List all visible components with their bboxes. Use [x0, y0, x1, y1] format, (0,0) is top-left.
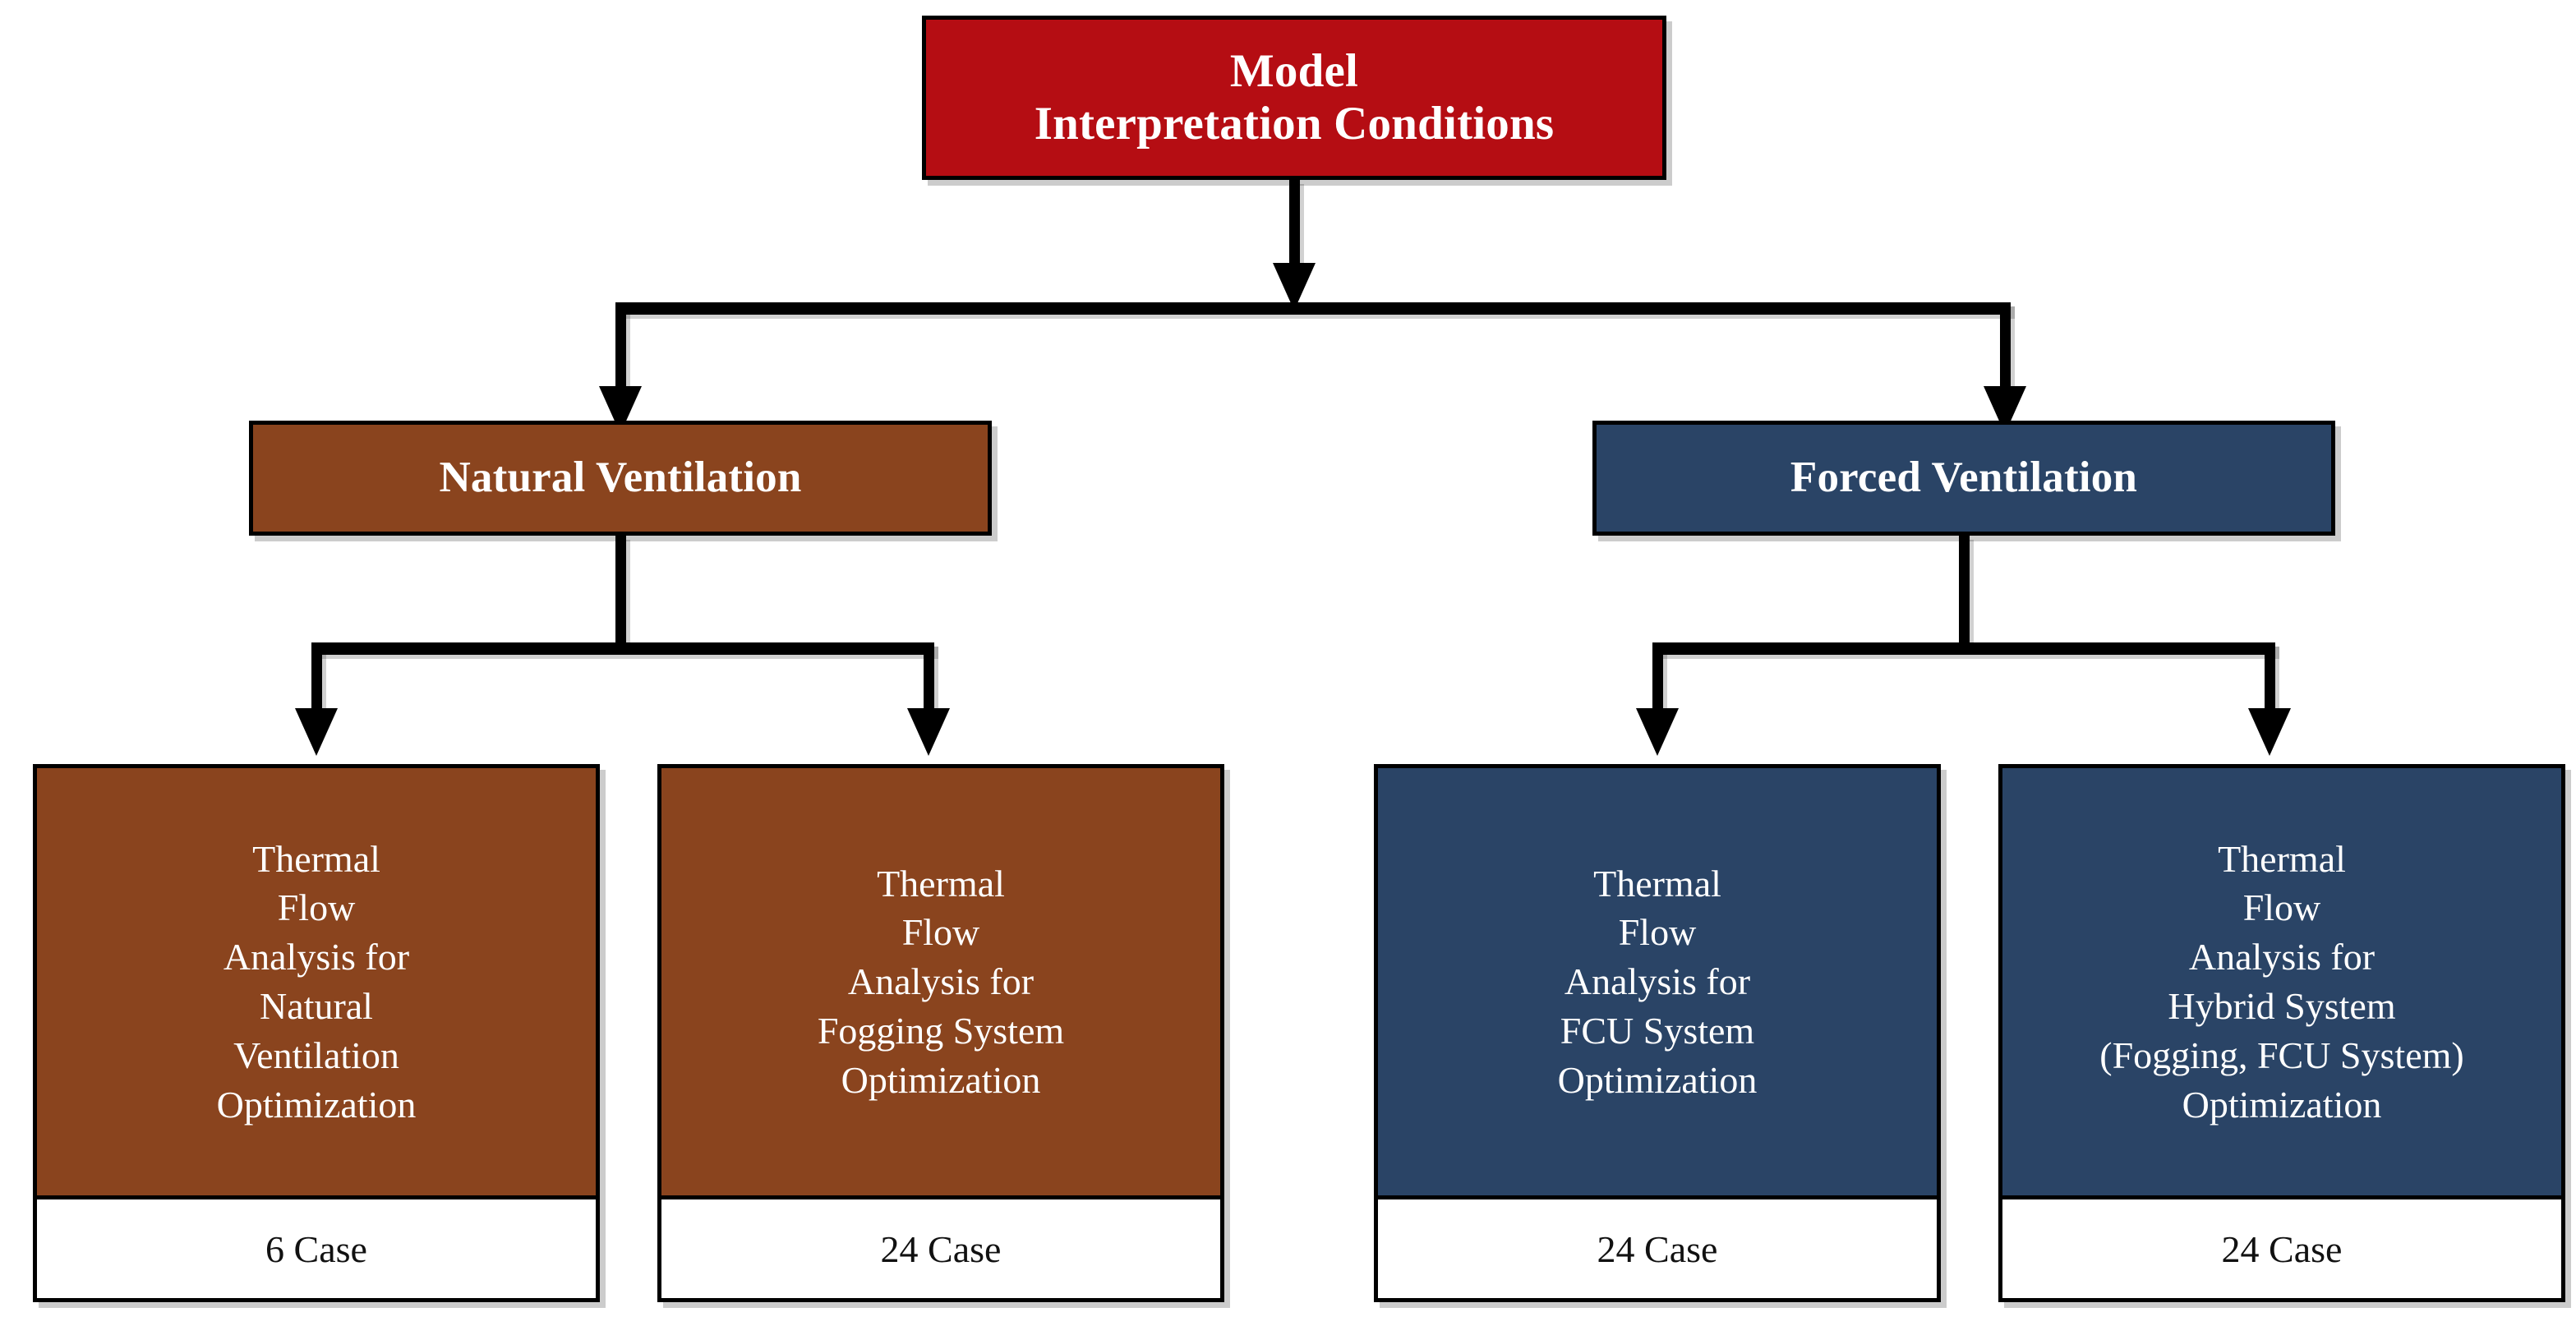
leaf-case-footer: 24 Case — [1378, 1195, 1937, 1298]
leaf-case-footer: 6 Case — [37, 1195, 596, 1298]
connector-root-stem — [1289, 180, 1300, 272]
node-title: Natural Ventilation — [439, 454, 802, 502]
connector-root-to-forced — [2000, 302, 2011, 399]
connector-forced-to-leaf-3 — [1652, 642, 1663, 721]
connector-root-to-natural — [615, 302, 626, 399]
connector-natural-to-leaf-1 — [311, 642, 322, 721]
arrowhead-to-fcu-optimization — [1636, 708, 1679, 756]
arrowhead-to-hybrid-optimization — [2248, 708, 2291, 756]
connector-natural-to-leaf-2 — [924, 642, 934, 721]
case-count: 24 Case — [880, 1227, 1002, 1270]
node-forced-ventilation[interactable]: Forced Ventilation — [1592, 421, 2335, 536]
connector-forced-stem — [1959, 536, 1970, 642]
connector-natural-horizontal-bar — [311, 642, 934, 655]
connector-forced-to-leaf-4 — [2265, 642, 2275, 721]
leaf-case-footer: 24 Case — [2002, 1195, 2561, 1298]
node-natural-ventilation[interactable]: Natural Ventilation — [249, 421, 992, 536]
case-count: 24 Case — [2221, 1227, 2343, 1270]
node-title: Forced Ventilation — [1790, 454, 2138, 502]
leaf-case-footer: 24 Case — [661, 1195, 1220, 1298]
case-count: 6 Case — [265, 1227, 367, 1270]
case-count: 24 Case — [1597, 1227, 1718, 1270]
connector-forced-horizontal-bar — [1652, 642, 2275, 655]
arrowhead-to-natural-optimization — [295, 708, 338, 756]
connector-root-horizontal-bar — [615, 302, 2011, 315]
connector-natural-stem — [615, 536, 626, 642]
arrowhead-to-fogging-optimization — [907, 708, 950, 756]
